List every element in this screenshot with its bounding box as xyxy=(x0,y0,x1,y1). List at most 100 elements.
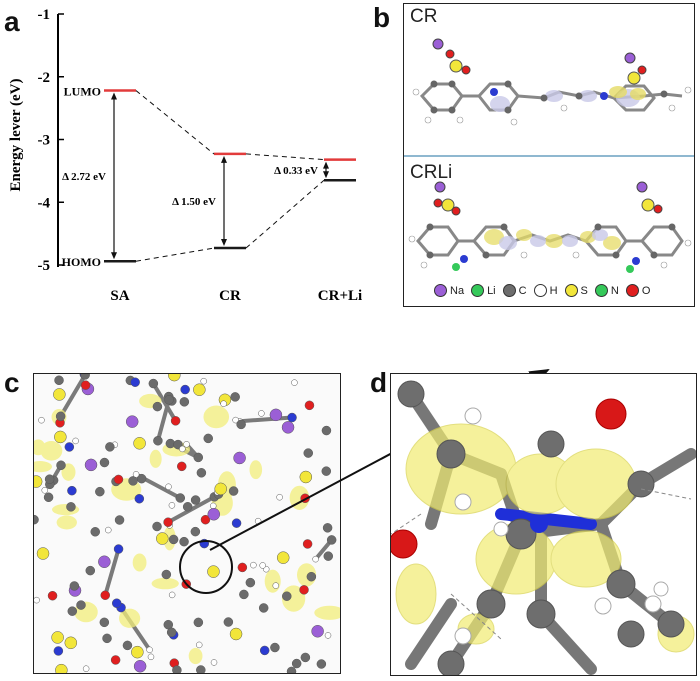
atom xyxy=(326,535,337,545)
atom xyxy=(34,596,40,604)
legend-na-label: Na xyxy=(450,284,465,297)
cr-molecule-image xyxy=(412,38,692,126)
atom xyxy=(291,658,302,669)
atom xyxy=(245,577,256,588)
atom xyxy=(172,665,182,673)
atom xyxy=(72,437,79,445)
atom xyxy=(207,508,221,521)
li-swatch-icon xyxy=(471,284,485,297)
atom xyxy=(147,653,155,661)
atom xyxy=(239,589,249,600)
atom xyxy=(306,571,317,582)
atom xyxy=(254,517,262,525)
element-legend: Na Li C H S N O xyxy=(434,284,650,297)
atom xyxy=(168,374,181,382)
atom xyxy=(130,377,140,387)
atom xyxy=(113,474,124,485)
gap-arrowhead-down xyxy=(111,252,117,260)
lumo-connector xyxy=(135,90,215,155)
atom xyxy=(166,627,177,638)
isosurface-blob xyxy=(151,577,179,590)
legend-li-label: Li xyxy=(487,284,496,297)
atom xyxy=(196,468,207,478)
atom xyxy=(230,392,240,402)
atom xyxy=(286,666,297,673)
md-snapshot-panel xyxy=(33,373,341,674)
atom xyxy=(80,374,90,380)
atom xyxy=(98,555,111,569)
panel-letter-d: d xyxy=(370,367,388,398)
atom xyxy=(300,493,310,504)
atom xyxy=(214,482,227,496)
atom xyxy=(321,425,332,436)
atom xyxy=(179,397,190,407)
panel-letter-a: a xyxy=(4,6,20,37)
atom xyxy=(270,642,280,653)
atom xyxy=(41,487,49,494)
atom xyxy=(99,617,110,628)
atom xyxy=(100,590,110,600)
isosurface-blob xyxy=(132,553,147,572)
atom xyxy=(134,493,145,504)
c-swatch-icon xyxy=(502,284,516,297)
homo-text: HOMO xyxy=(62,255,101,269)
atom xyxy=(299,585,309,595)
atom xyxy=(38,416,45,424)
atom xyxy=(168,502,176,509)
legend-o: O xyxy=(625,284,650,297)
gap-arrowhead-up xyxy=(221,155,227,163)
isosurface-blob xyxy=(118,608,141,628)
atom xyxy=(80,380,91,390)
atom xyxy=(207,565,220,578)
atom xyxy=(67,485,77,496)
isosurface-blob xyxy=(249,460,263,480)
atom xyxy=(53,388,66,401)
y-tick-label: -2 xyxy=(38,70,51,86)
s-swatch-icon xyxy=(564,284,578,297)
n-swatch-icon xyxy=(594,284,608,297)
bond xyxy=(58,374,88,419)
atom xyxy=(131,645,144,659)
category-label: SA xyxy=(110,288,129,304)
category-label: CR xyxy=(219,288,241,304)
atom xyxy=(276,493,283,501)
y-tick-label: -5 xyxy=(38,258,51,274)
legend-n-label: N xyxy=(610,284,619,297)
atom xyxy=(193,617,204,628)
panel-letter-c: c xyxy=(4,367,20,398)
zoom-panel xyxy=(390,373,697,676)
atom xyxy=(258,410,265,417)
atom xyxy=(179,536,189,547)
atom xyxy=(34,514,39,525)
atom xyxy=(203,433,213,444)
atom xyxy=(125,415,139,428)
legend-n: N xyxy=(594,284,619,297)
bond xyxy=(103,547,121,598)
gap-arrowhead-down xyxy=(221,239,227,247)
crli-molecule-image xyxy=(408,181,692,273)
crli-label: CRLi xyxy=(410,162,453,183)
isosurface-blob xyxy=(34,461,53,473)
atom xyxy=(223,617,234,627)
atom xyxy=(323,551,334,561)
atom xyxy=(229,627,243,641)
atom xyxy=(55,411,66,422)
atom xyxy=(322,523,333,533)
legend-c: C xyxy=(502,284,527,297)
homo-connector xyxy=(245,179,325,249)
atom xyxy=(111,598,122,608)
atom xyxy=(168,591,176,599)
atom xyxy=(170,416,181,426)
atom xyxy=(47,590,58,601)
atom xyxy=(44,474,55,484)
atom xyxy=(312,555,319,563)
atom xyxy=(105,526,112,534)
atom xyxy=(177,461,187,472)
atom xyxy=(302,539,313,549)
y-tick-label: -4 xyxy=(38,195,51,211)
atom xyxy=(324,632,332,639)
atom xyxy=(113,544,124,554)
atom xyxy=(34,475,43,488)
legend-h-label: H xyxy=(549,284,558,297)
atom xyxy=(282,591,292,601)
